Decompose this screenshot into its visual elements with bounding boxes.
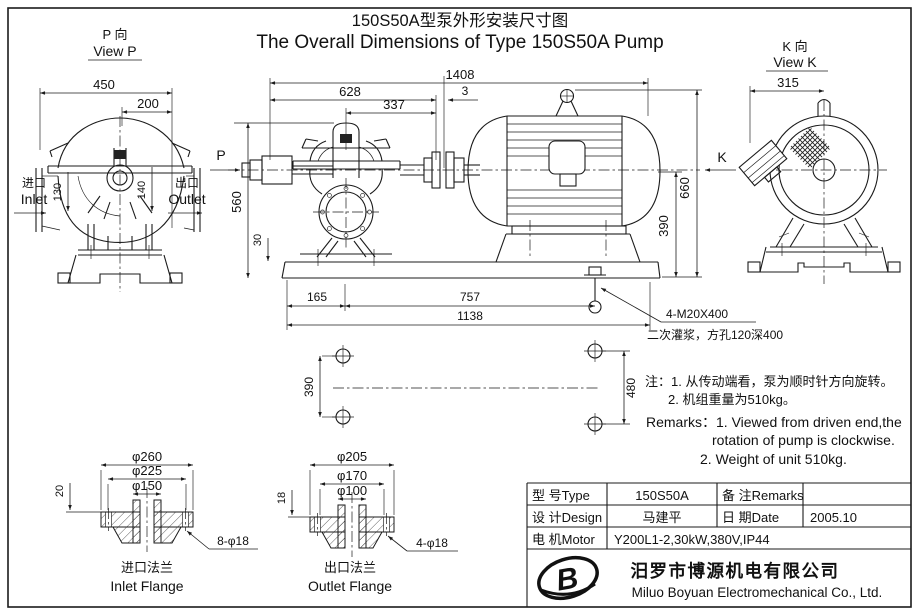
table-type-label: 型 号Type — [532, 488, 590, 503]
view-p-dim-inlet-height: 130 — [52, 183, 64, 201]
outlet-dim-bolt-circle: φ170 — [337, 468, 367, 483]
view-arrow-p-label: P — [216, 147, 225, 163]
notes-block: 注：1. 从传动端看，泵为顺时针方向旋转。 2. 机组重量为510kg。 Rem… — [645, 374, 902, 467]
drawing-border — [7, 7, 912, 608]
inlet-label-en: Inlet — [21, 191, 48, 207]
foundation-dim-right: 480 — [624, 378, 638, 398]
outlet-flange-caption-en: Outlet Flange — [308, 578, 392, 594]
table-date-label: 日 期Date — [722, 510, 779, 525]
inlet-label-zh: 进口 — [22, 176, 46, 190]
table-motor-label: 电 机Motor — [532, 532, 596, 547]
note-en-3: 2. Weight of unit 510kg. — [700, 451, 847, 467]
inlet-flange-caption-zh: 进口法兰 — [121, 560, 173, 575]
table-design-label: 设 计Design — [532, 510, 602, 525]
note-en-1: Remarks：1. Viewed from driven end,the — [646, 414, 902, 430]
dim-bolt-offset: 165 — [307, 290, 327, 304]
dim-gap: 3 — [462, 84, 469, 98]
main-view-pump-art — [241, 122, 480, 266]
title-zh: 150S50A型泵外形安装尺寸图 — [352, 11, 568, 30]
company-name-zh: 汨罗市博源机电有限公司 — [631, 561, 840, 581]
table-type-value: 150S50A — [635, 488, 689, 503]
table-design-value: 马建平 — [642, 510, 681, 525]
title-en: The Overall Dimensions of Type 150S50A P… — [256, 32, 663, 53]
dim-bolt-span: 757 — [460, 290, 480, 304]
main-view: 1408 628 337 3 560 30 660 390 P K — [210, 67, 783, 342]
view-p-pump-art — [35, 116, 201, 292]
inlet-holes-note: 8-φ18 — [217, 534, 249, 548]
inlet-dim-bore: φ150 — [132, 478, 162, 493]
view-k: K 向 View K 315 — [738, 39, 901, 284]
table-motor-value: Y200L1-2,30kW,380V,IP44 — [614, 532, 770, 547]
dim-base-height: 30 — [252, 234, 264, 246]
foundation-bolt-holes — [332, 340, 606, 435]
outlet-flange-caption-zh: 出口法兰 — [324, 560, 376, 575]
dim-total-height: 660 — [677, 177, 692, 199]
outlet-flange-section — [309, 492, 395, 557]
foundation-dim-left: 390 — [302, 377, 316, 397]
dim-base-length: 1138 — [457, 309, 483, 323]
outlet-label-zh: 出口 — [175, 176, 199, 190]
note-zh-2: 2. 机组重量为510kg。 — [668, 392, 796, 407]
spec-table: 型 号Type 150S50A 备 注Remarks 设 计Design 马建平… — [526, 482, 911, 607]
outlet-label-en: Outlet — [168, 191, 205, 207]
bedplate-art — [281, 261, 661, 314]
outlet-flange-detail: φ205 φ170 φ100 18 4-φ18 出口法兰 Outlet Flan… — [276, 449, 458, 594]
view-p-dim-width: 450 — [93, 77, 115, 92]
main-view-motor-art — [467, 88, 661, 263]
outlet-dim-bore: φ100 — [337, 483, 367, 498]
view-k-motor-art — [738, 98, 901, 284]
table-date-value: 2005.10 — [810, 510, 857, 525]
inlet-flange-caption-en: Inlet Flange — [110, 578, 183, 594]
dim-total-length: 1408 — [446, 67, 475, 82]
foundation-plan: 390 480 — [302, 340, 638, 435]
note-zh-1: 注：1. 从传动端看，泵为顺时针方向旋转。 — [645, 374, 893, 389]
dim-shaft-height: 390 — [656, 215, 671, 237]
inlet-dim-bolt-circle: φ225 — [132, 463, 162, 478]
view-p: P 向 View P 450 200 — [14, 27, 206, 292]
outlet-dim-outer: φ205 — [337, 449, 367, 464]
company-block: B 汨罗市博源机电有限公司 Miluo Boyuan Electromechan… — [537, 555, 883, 601]
view-k-label-en: View K — [773, 54, 817, 70]
view-p-dim-offset: 200 — [137, 96, 159, 111]
outlet-holes-note: 4-φ18 — [416, 536, 448, 550]
view-arrow-k-label: K — [717, 149, 727, 165]
dim-pump-height: 560 — [229, 191, 244, 213]
view-p-dim-outlet-height: 140 — [136, 181, 148, 199]
view-p-label-zh: P 向 — [102, 27, 127, 42]
inlet-flange-section — [100, 487, 194, 552]
inlet-dim-outer: φ260 — [132, 449, 162, 464]
company-name-en: Miluo Boyuan Electromechanical Co., Ltd. — [632, 585, 883, 600]
inlet-dim-thickness: 20 — [54, 485, 66, 497]
inlet-flange-detail: φ260 φ225 φ150 20 8-φ18 进口法兰 Inlet Flang… — [54, 449, 258, 594]
note-en-2: rotation of pump is clockwise. — [712, 432, 895, 448]
anchor-bolts-note: 4-M20X400 — [666, 307, 728, 321]
grout-note: 二次灌浆，方孔120深400 — [647, 327, 783, 342]
dim-center-to-coupling: 337 — [383, 97, 405, 112]
view-p-label-en: View P — [93, 43, 136, 59]
view-k-label-zh: K 向 — [782, 39, 807, 54]
dim-pump-length: 628 — [339, 84, 361, 99]
title-block: 150S50A型泵外形安装尺寸图 The Overall Dimensions … — [256, 11, 663, 53]
table-remarks-label: 备 注Remarks — [722, 488, 804, 503]
company-logo: B — [537, 555, 599, 601]
view-k-dim-width: 315 — [777, 75, 799, 90]
outlet-dim-thickness: 18 — [276, 492, 288, 504]
